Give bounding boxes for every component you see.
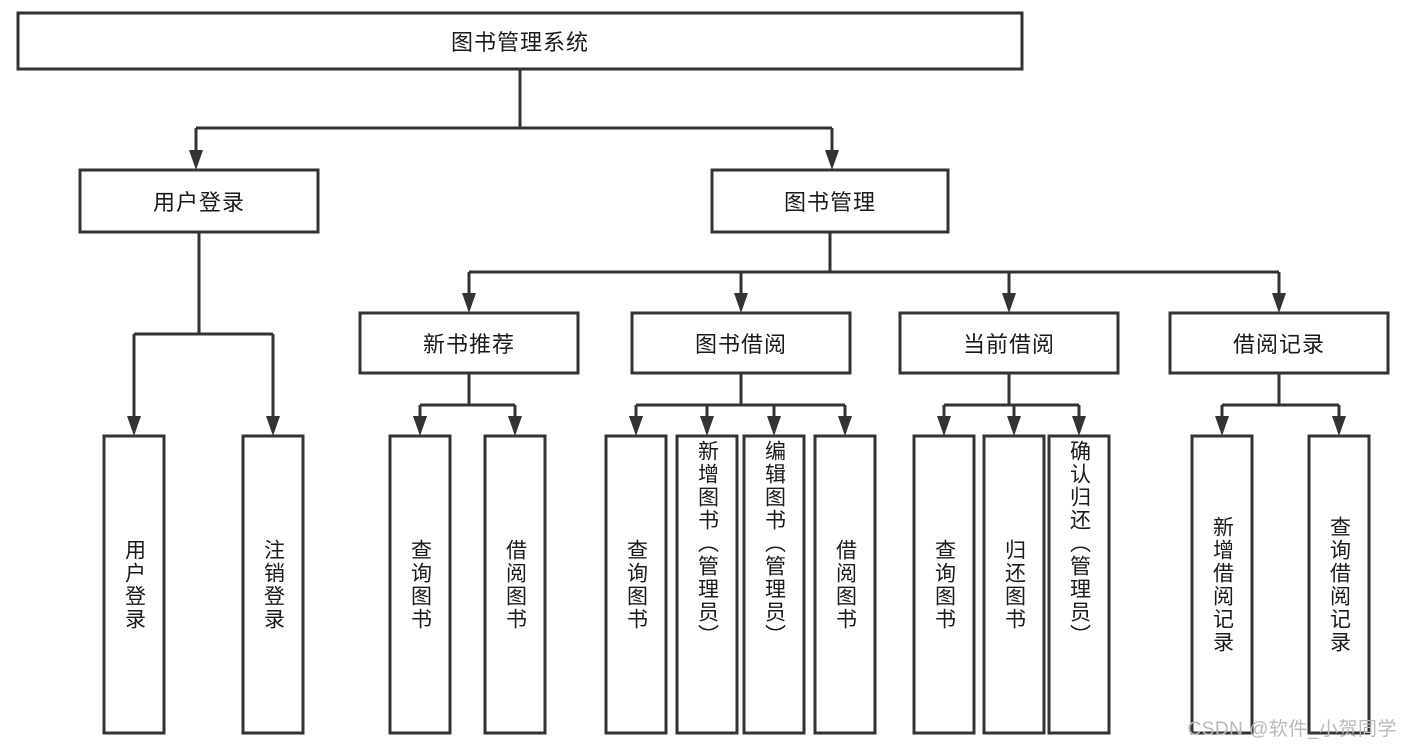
node-user-login[interactable] — [78, 168, 320, 234]
leaf-box-logout[interactable] — [241, 434, 305, 735]
node-book-management[interactable] — [710, 168, 950, 234]
connector-root-to-level2 — [189, 69, 839, 170]
node-borrow-record[interactable] — [1168, 311, 1390, 375]
leaf-box-return-book[interactable] — [982, 434, 1046, 735]
connector-current-borrow-to-leaves — [937, 373, 1086, 436]
leaf-box-borrow-book-1[interactable] — [483, 434, 547, 735]
connector-borrow-record-to-leaves — [1215, 373, 1346, 436]
leaf-box-user-login[interactable] — [102, 434, 166, 735]
leaf-box-query-book-2[interactable] — [604, 434, 668, 735]
connector-book-borrow-to-leaves — [629, 373, 852, 436]
leaf-box-query-book-1[interactable] — [388, 434, 452, 735]
leaf-box-query-record[interactable] — [1307, 434, 1371, 735]
leaf-box-query-book-3[interactable] — [912, 434, 976, 735]
connector-user-login-to-leaves — [127, 232, 280, 436]
leaf-box-add-record[interactable] — [1190, 434, 1254, 735]
leaf-box-add-book[interactable] — [675, 434, 739, 735]
connector-new-book-recommend-to-leaves — [413, 373, 522, 436]
leaf-box-edit-book[interactable] — [742, 434, 806, 735]
node-current-borrow[interactable] — [898, 311, 1120, 375]
node-new-book-recommend[interactable] — [358, 311, 580, 375]
node-book-borrow[interactable] — [630, 311, 852, 375]
watermark: CSDN @软件_小贺同学 — [1187, 719, 1397, 740]
leaf-box-confirm-return[interactable] — [1047, 434, 1111, 735]
connector-book-management-to-level3 — [462, 232, 1286, 313]
leaf-box-borrow-book-2[interactable] — [813, 434, 877, 735]
node-root[interactable] — [16, 11, 1024, 71]
